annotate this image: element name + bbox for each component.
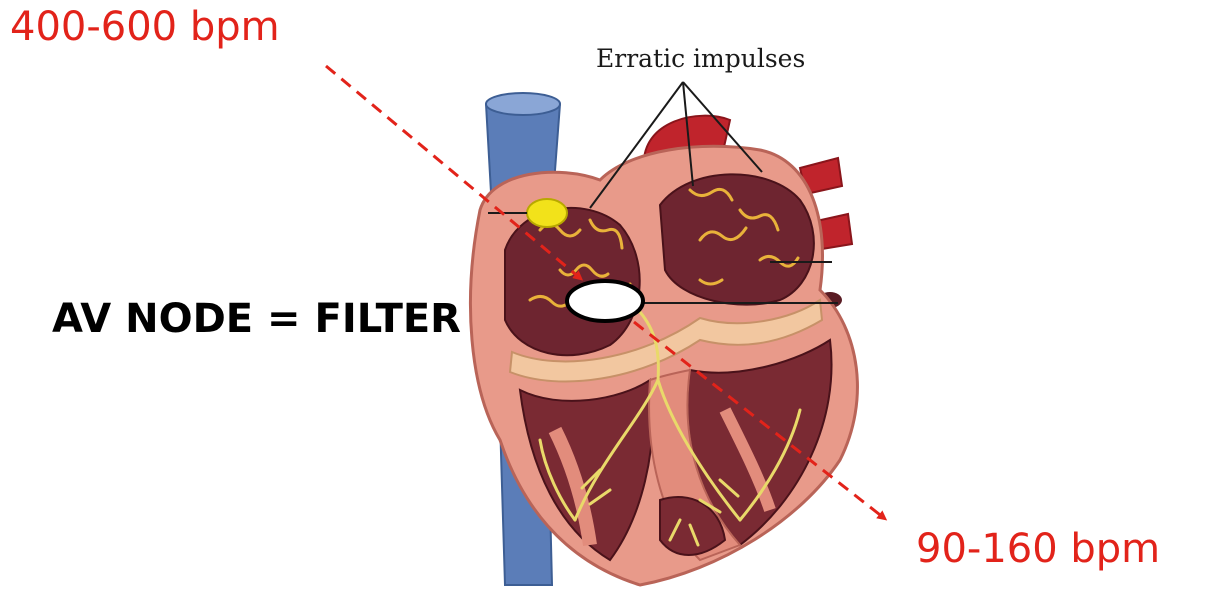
left-atrium (660, 174, 814, 304)
atrial-rate-label: 400-600 bpm (10, 4, 280, 50)
vena-cava-opening (486, 93, 560, 115)
erratic-impulses-label: Erratic impulses (596, 44, 805, 73)
av-node (567, 281, 643, 321)
ventricular-rate-label: 90-160 bpm (916, 526, 1160, 572)
av-node-filter-label: AV NODE = FILTER (52, 296, 461, 342)
sa-node (527, 199, 567, 227)
